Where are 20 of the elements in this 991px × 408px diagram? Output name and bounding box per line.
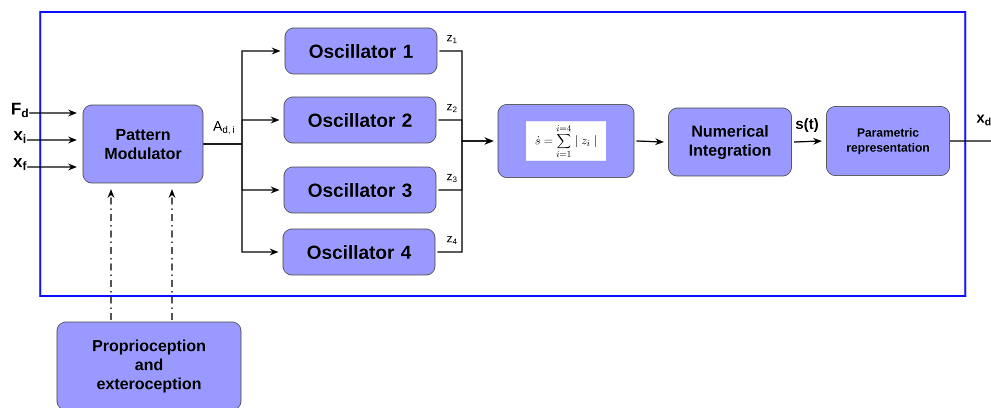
process-box: Numerical Integration: [668, 108, 792, 176]
oscillator-box: Oscillator 3: [284, 166, 436, 214]
input-label: x$_{f}$: [13, 158, 26, 170]
input-label: x$_{i}$: [13, 131, 26, 143]
edge-label: z$_{2}$: [447, 104, 457, 112]
oscillator-box: Oscillator 1: [284, 28, 438, 74]
frame-box: [39, 11, 966, 297]
formula-box: $\dot{s} = \sum_{i=1}^{i=4} \mid z_i \mid$: [498, 104, 634, 178]
input-label: F$_{d}$: [12, 102, 28, 118]
process-box: Parametric representation: [826, 106, 950, 176]
edge-label: x$_{d}$: [976, 114, 990, 126]
edge-label: z$_{4}$: [447, 236, 457, 244]
process-box: Proprioception and exteroception: [56, 322, 242, 408]
process-box: Pattern Modulator: [82, 104, 204, 184]
edge-label: z$_{3}$: [447, 174, 457, 182]
oscillator-box: Oscillator 4: [282, 228, 436, 276]
edge-label: s(t): [796, 118, 818, 132]
edge-label: z$_{1}$: [447, 34, 457, 44]
oscillator-box: Oscillator 2: [284, 96, 436, 144]
signal-label: $\mathrm{A}_{\mathrm{d},\,\mathrm{i}}$: [213, 121, 234, 135]
